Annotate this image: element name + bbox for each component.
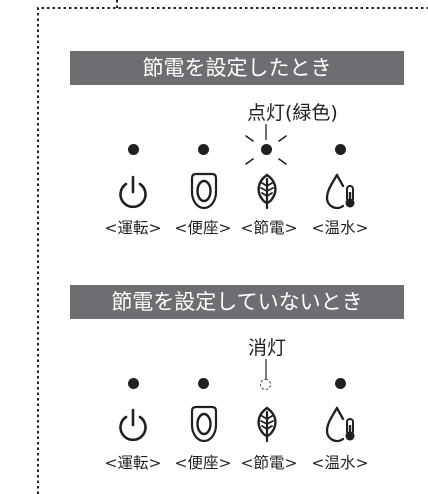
button-label-seat: <便座> — [174, 219, 232, 237]
section-title-lit: 節電を設定したとき — [70, 51, 404, 85]
toilet-seat-icon[interactable] — [187, 405, 221, 445]
indicator-dot-water — [335, 378, 346, 389]
callout-line — [265, 359, 267, 379]
water-temperature-icon[interactable] — [325, 172, 359, 212]
button-label-power: <運転> — [104, 454, 162, 472]
power-icon[interactable] — [116, 174, 150, 212]
water-temperature-icon[interactable] — [325, 405, 359, 445]
toilet-seat-icon[interactable] — [187, 172, 221, 212]
leaf-icon[interactable] — [250, 172, 284, 212]
button-label-water: <温水> — [311, 219, 369, 237]
indicator-dot-water — [335, 144, 346, 155]
leaf-icon[interactable] — [250, 405, 284, 445]
button-label-water: <温水> — [311, 454, 369, 472]
indicator-dot-eco-lit — [261, 144, 272, 155]
callout-line — [265, 124, 267, 140]
indicator-dot-seat — [198, 378, 209, 389]
indicator-dot-seat — [198, 144, 209, 155]
power-icon[interactable] — [116, 407, 150, 445]
indicator-callout-off: 消灯 — [248, 337, 287, 359]
button-label-seat: <便座> — [174, 454, 232, 472]
section-title-off: 節電を設定していないとき — [70, 285, 404, 319]
light-rays-icon — [245, 135, 287, 165]
indicator-dot-power — [128, 378, 139, 389]
indicator-dot-power — [128, 144, 139, 155]
indicator-callout-lit: 点灯(緑色) — [247, 102, 338, 124]
button-label-eco: <節電> — [240, 454, 298, 472]
indicator-dot-eco-off — [260, 379, 271, 390]
button-label-eco: <節電> — [240, 219, 298, 237]
button-label-power: <運転> — [104, 219, 162, 237]
